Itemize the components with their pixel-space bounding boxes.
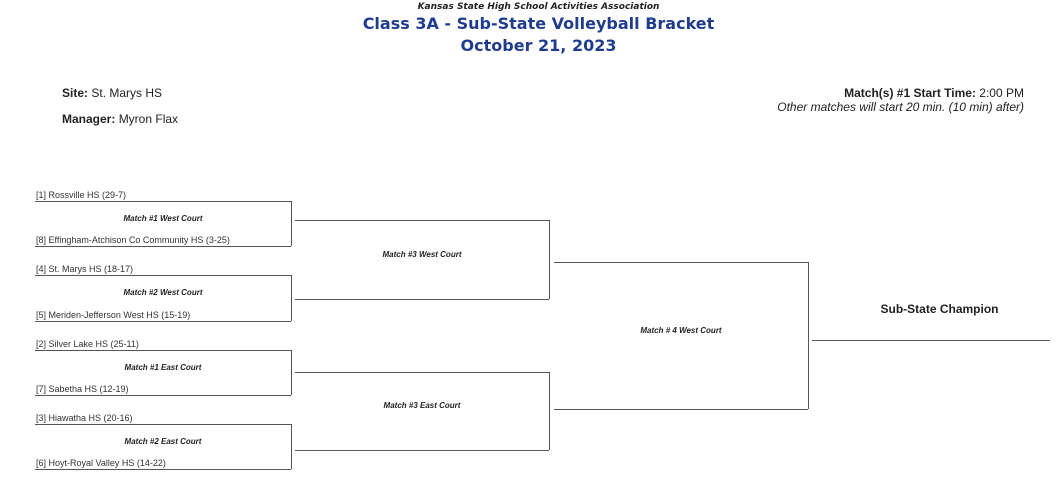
match-label: Match #2 East Court (124, 437, 202, 446)
champion-line (812, 340, 1050, 341)
bracket-line (291, 424, 292, 469)
start-time-value: 2:00 PM (979, 86, 1024, 100)
bracket-line (35, 275, 291, 276)
match-label: Match # 4 West Court (640, 326, 722, 335)
organization-name: Kansas State High School Activities Asso… (417, 2, 660, 12)
team-slot: [8] Effingham-Atchison Co Community HS (… (36, 235, 230, 245)
bracket-line (808, 262, 809, 409)
bracket-line (291, 201, 292, 246)
bracket-line (35, 321, 291, 322)
bracket-line (554, 262, 808, 263)
team-slot: [7] Sabetha HS (12-19) (36, 384, 129, 394)
bracket-line (291, 350, 292, 395)
champion-label: Sub-State Champion (880, 302, 999, 316)
schedule-note: Other matches will start 20 min. (10 min… (777, 100, 1024, 114)
bracket-line (35, 246, 291, 247)
match-label: Match #1 West Court (123, 214, 203, 223)
site-label: Site: (62, 86, 89, 100)
site-value: St. Marys HS (91, 86, 163, 100)
manager-value: Myron Flax (118, 112, 179, 126)
start-time-info: Match(s) #1 Start Time: 2:00 PM (844, 86, 1024, 100)
team-slot: [3] Hiawatha HS (20-16) (36, 413, 133, 423)
team-slot: [2] Silver Lake HS (25-11) (36, 339, 139, 349)
match-label: Match #3 East Court (383, 401, 461, 410)
page-title: Class 3A - Sub-State Volleyball Bracket (362, 14, 715, 33)
team-slot: [1] Rossville HS (29-7) (36, 190, 127, 200)
match-label: Match #1 East Court (124, 363, 202, 372)
bracket-line (295, 299, 549, 300)
manager-info: Manager: Myron Flax (62, 112, 178, 126)
team-slot: [6] Hoyt-Royal Valley HS (14-22) (36, 458, 166, 468)
match-label: Match #3 West Court (382, 250, 462, 259)
bracket-line (35, 424, 291, 425)
bracket-line (35, 350, 291, 351)
bracket-line (35, 395, 291, 396)
event-date: October 21, 2023 (460, 36, 617, 55)
team-slot: [5] Meriden-Jefferson West HS (15-19) (36, 310, 191, 320)
bracket-line (549, 372, 550, 450)
start-time-label: Match(s) #1 Start Time: (844, 86, 976, 100)
team-slot: [4] St. Marys HS (18-17) (36, 264, 134, 274)
bracket-line (295, 220, 549, 221)
match-label: Match #2 West Court (123, 288, 203, 297)
bracket-line (554, 409, 808, 410)
manager-label: Manager: (62, 112, 116, 126)
bracket-line (35, 201, 291, 202)
bracket-line (549, 220, 550, 299)
bracket-line (35, 469, 291, 470)
bracket-line (295, 372, 549, 373)
bracket-line (291, 275, 292, 321)
site-info: Site: St. Marys HS (62, 86, 162, 100)
bracket-line (295, 450, 549, 451)
